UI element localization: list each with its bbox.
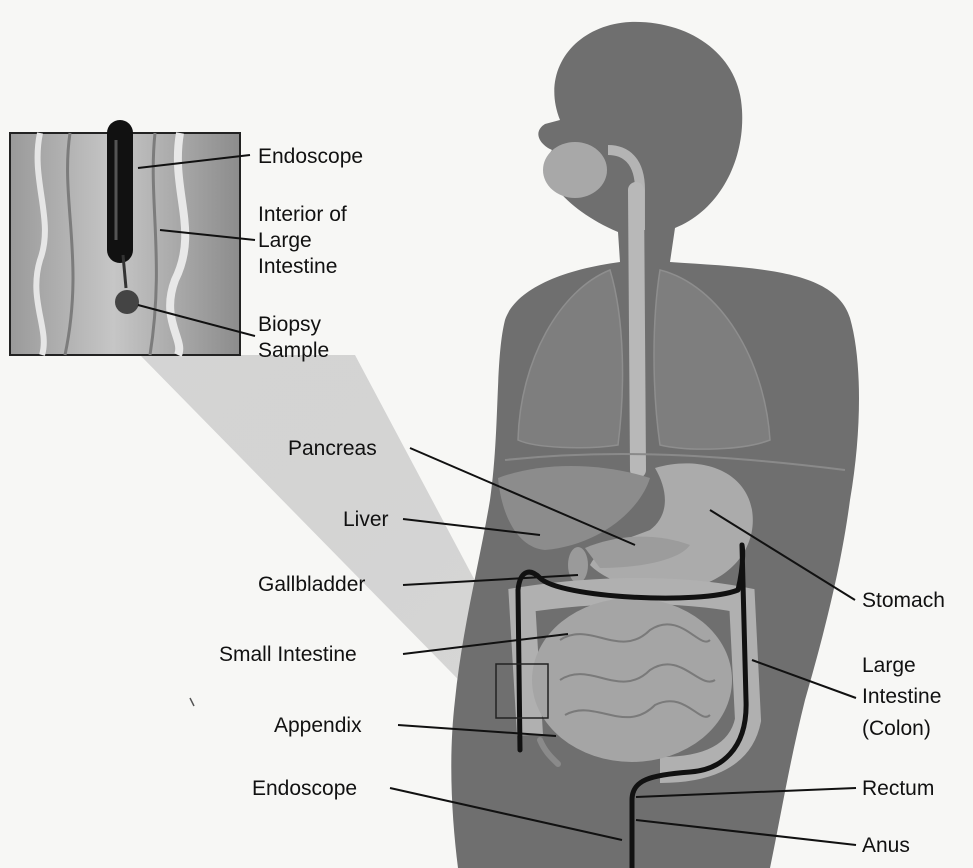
label-interior-line2: Large xyxy=(258,229,312,252)
esophagus xyxy=(636,190,638,470)
label-large-intestine-line2: Intestine xyxy=(862,685,941,708)
label-anus: Anus xyxy=(862,834,910,857)
gallbladder xyxy=(568,547,588,583)
label-small-intestine: Small Intestine xyxy=(219,643,357,666)
biopsy-sample xyxy=(115,290,139,314)
label-endoscope: Endoscope xyxy=(252,777,357,800)
label-inset-endoscope: Endoscope xyxy=(258,145,363,168)
label-interior-line3: Intestine xyxy=(258,255,337,278)
label-interior-line1: Interior of xyxy=(258,203,347,226)
small-intestine xyxy=(532,598,732,762)
label-pancreas: Pancreas xyxy=(288,437,377,460)
label-biopsy-line2: Sample xyxy=(258,339,329,362)
label-gallbladder: Gallbladder xyxy=(258,573,365,596)
label-rectum: Rectum xyxy=(862,777,934,800)
stray-mark xyxy=(190,698,194,706)
label-large-intestine-line3: (Colon) xyxy=(862,717,931,740)
label-large-intestine-line1: Large xyxy=(862,654,916,677)
label-liver: Liver xyxy=(343,508,389,531)
label-appendix: Appendix xyxy=(274,714,362,737)
label-biopsy-line1: Biopsy xyxy=(258,313,322,336)
label-stomach: Stomach xyxy=(862,589,945,612)
